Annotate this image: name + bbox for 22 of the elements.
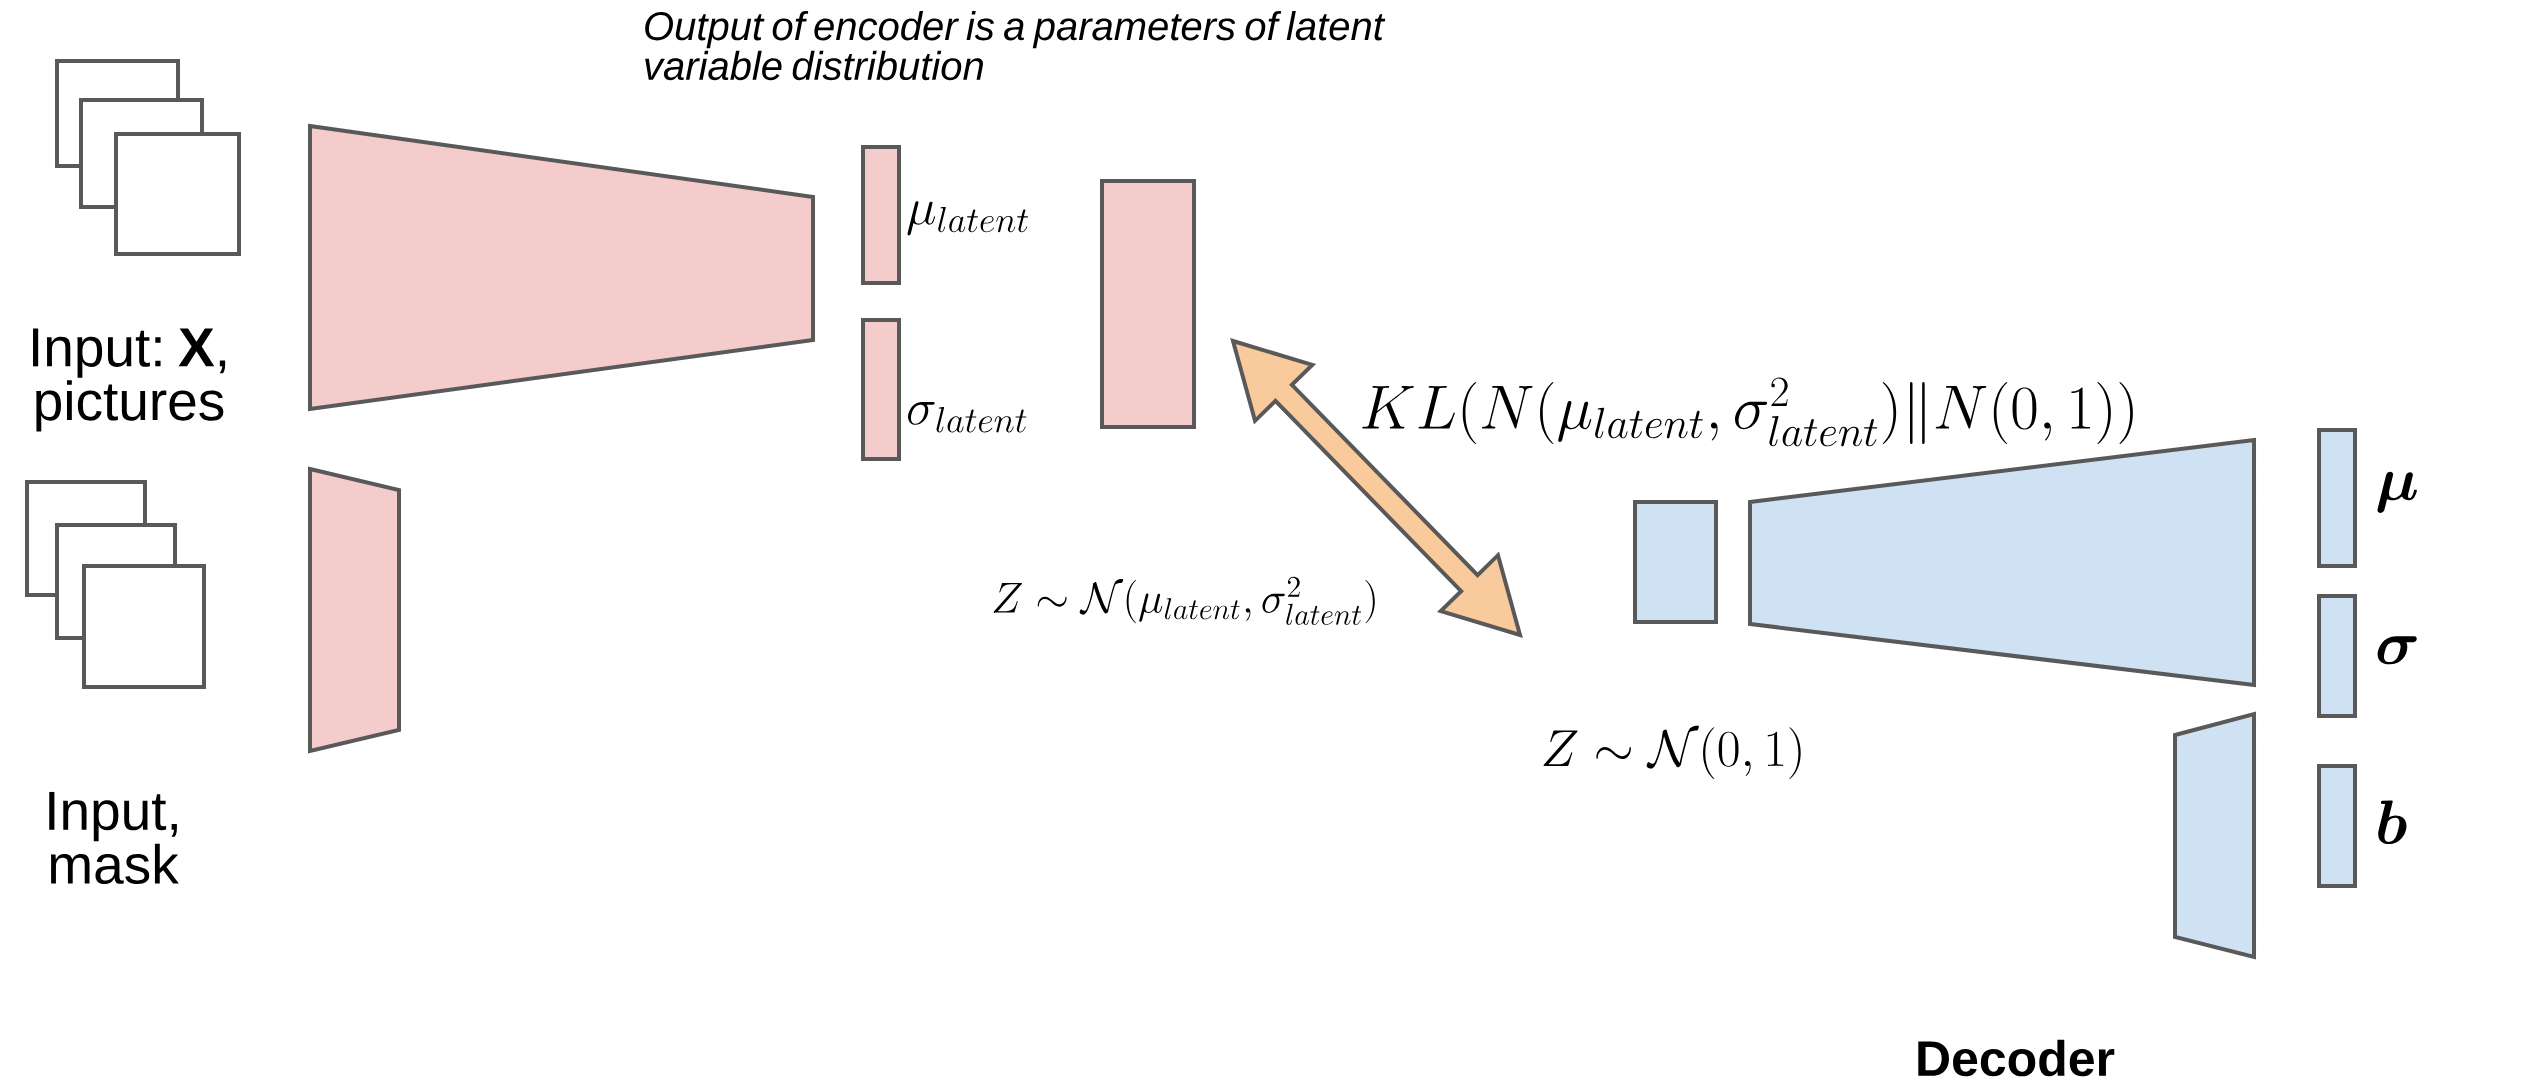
math-label: $\sigma_{latent}$	[907, 401, 1027, 433]
math-label: $\mu_{latent}$	[907, 201, 1028, 236]
section-title: Decoder	[1918, 1039, 2115, 1077]
output-bar	[2317, 594, 2357, 718]
latent-box	[1633, 500, 1718, 624]
output-bar	[2317, 428, 2357, 568]
image-stack	[25, 480, 206, 689]
formula: $KL(N(\mu_{latent},\sigma^2_{latent})\|N(0,1))$	[1362, 377, 2133, 447]
math-symbol: $\boldsymbol{\sigma}$	[2377, 636, 2417, 665]
formula: $Z \sim \mathcal{N}(0,1)$	[1543, 725, 1801, 779]
image-stack	[55, 59, 241, 256]
decoder-trapezoid	[2173, 711, 2256, 960]
layer-bar	[861, 145, 901, 285]
latent-box	[1100, 179, 1196, 429]
output-bar	[2317, 764, 2357, 888]
math-symbol: $\boldsymbol{\mu}$	[2377, 471, 2417, 513]
math-symbol: $\boldsymbol{b}$	[2378, 800, 2407, 845]
input-caption: Input: X, pictures	[33, 328, 226, 432]
layer-bar	[861, 318, 901, 461]
input-caption: Input, mask	[49, 791, 179, 885]
note-text: Output of encoder is a parameters of latent variable distribution	[645, 11, 1386, 81]
formula: $Z \sim \mathcal{N}(\mu_{latent},\sigma^2_{latent})$	[993, 576, 1375, 625]
